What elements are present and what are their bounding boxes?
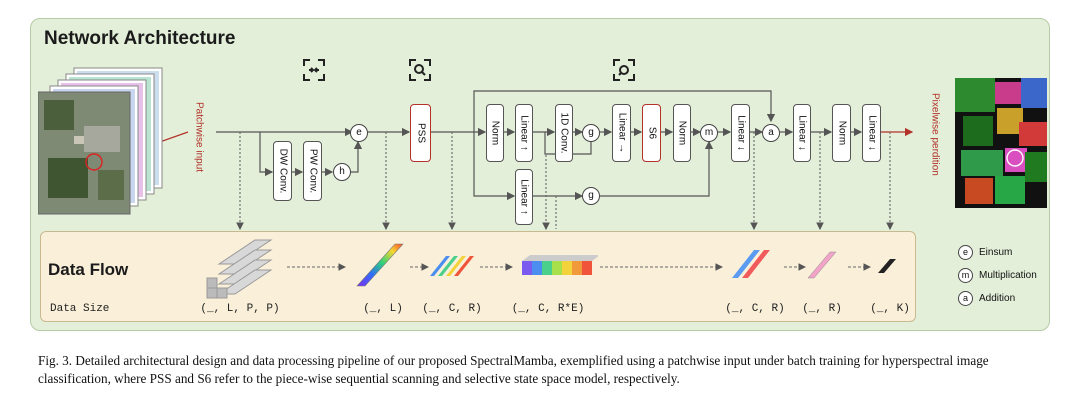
linear-down-block-2: Linear ↓ <box>793 104 811 162</box>
data-size-4: (_, C, R*E) <box>511 303 585 315</box>
linear-up-block-1: Linear ↑ <box>515 104 533 162</box>
data-size-5: (_, C, R) <box>725 303 785 315</box>
data-size-1: (_, L, P, P) <box>200 303 280 315</box>
linear-up-label-1: Linear ↑ <box>518 115 530 151</box>
data-cube-input <box>206 239 273 299</box>
linear-up-block-2: Linear ↑ <box>515 169 533 225</box>
data-chunks-expanded <box>522 255 598 275</box>
expand-arrows-icon <box>303 59 325 81</box>
pss-block: PSS <box>410 104 431 162</box>
linear-right-label: Linear → <box>616 112 627 154</box>
data-logits-output <box>878 259 896 273</box>
pss-label: PSS <box>415 122 426 144</box>
pw-conv-label: PW Conv. <box>307 148 318 194</box>
norm-block-3: Norm <box>832 104 851 162</box>
op-a: a <box>762 124 780 142</box>
search-icon <box>409 59 431 81</box>
data-size-label: Data Size <box>50 303 110 315</box>
linear-down-block-1: Linear ↓ <box>731 104 750 162</box>
data-size-3: (_, C, R) <box>422 303 482 315</box>
data-size-6: (_, R) <box>802 303 842 315</box>
output-classification-map <box>955 78 1047 208</box>
norm-block-1: Norm <box>486 104 504 162</box>
op-h: h <box>333 163 351 181</box>
legend-multiplication: m Multiplication <box>958 268 1037 283</box>
linear-up-label-2: Linear ↑ <box>518 179 530 215</box>
data-vector-rainbow <box>356 243 404 287</box>
search-spin-icon <box>613 59 635 81</box>
linear-down-label-3: Linear ↓ <box>866 115 877 151</box>
data-flow-title: Data Flow <box>48 260 129 279</box>
norm-block-2: Norm <box>673 104 691 162</box>
linear-down-label-2: Linear ↓ <box>796 115 808 151</box>
pw-conv-block: PW Conv. <box>303 141 322 201</box>
legend-addition-symbol: a <box>958 291 973 306</box>
legend-multiplication-label: Multiplication <box>979 270 1037 281</box>
panel-title: Network Architecture <box>44 28 236 49</box>
legend-einsum: e Einsum <box>958 245 1012 260</box>
legend-einsum-label: Einsum <box>979 247 1013 258</box>
op-e: e <box>350 124 368 142</box>
input-patch-stack <box>38 67 163 215</box>
dw-conv-label: DW Conv. <box>277 148 288 194</box>
data-size-7: (_, K) <box>870 303 910 315</box>
legend-multiplication-symbol: m <box>958 268 973 283</box>
s6-label: S6 <box>646 126 657 140</box>
norm-label-1: Norm <box>489 120 501 146</box>
s6-block: S6 <box>642 104 661 162</box>
conv1d-block: 1D Conv. <box>555 104 573 162</box>
dw-conv-block: DW Conv. <box>273 141 292 201</box>
data-flow-panel <box>40 231 916 322</box>
norm-label-3: Norm <box>836 120 847 146</box>
data-vector-output <box>807 251 837 279</box>
linear-down-label-1: Linear ↓ <box>735 115 746 151</box>
legend-einsum-symbol: e <box>958 245 973 260</box>
data-chunks-small <box>430 256 474 276</box>
op-m: m <box>700 124 718 142</box>
op-g-2: g <box>582 187 600 205</box>
op-g-1: g <box>582 124 600 142</box>
figure-caption: Fig. 3. Detailed architectural design an… <box>38 353 989 386</box>
output-label: Pixelwise perdition <box>929 93 941 176</box>
legend-addition-label: Addition <box>979 293 1016 304</box>
legend-addition: a Addition <box>958 291 1015 306</box>
input-label: Patchwise input <box>193 102 205 173</box>
linear-down-block-3: Linear ↓ <box>862 104 881 162</box>
conv1d-label: 1D Conv. <box>558 112 570 154</box>
norm-label-2: Norm <box>676 120 688 146</box>
linear-right-block: Linear → <box>612 104 631 162</box>
data-size-2: (_, L) <box>363 303 403 315</box>
data-chunks-output <box>732 250 770 278</box>
